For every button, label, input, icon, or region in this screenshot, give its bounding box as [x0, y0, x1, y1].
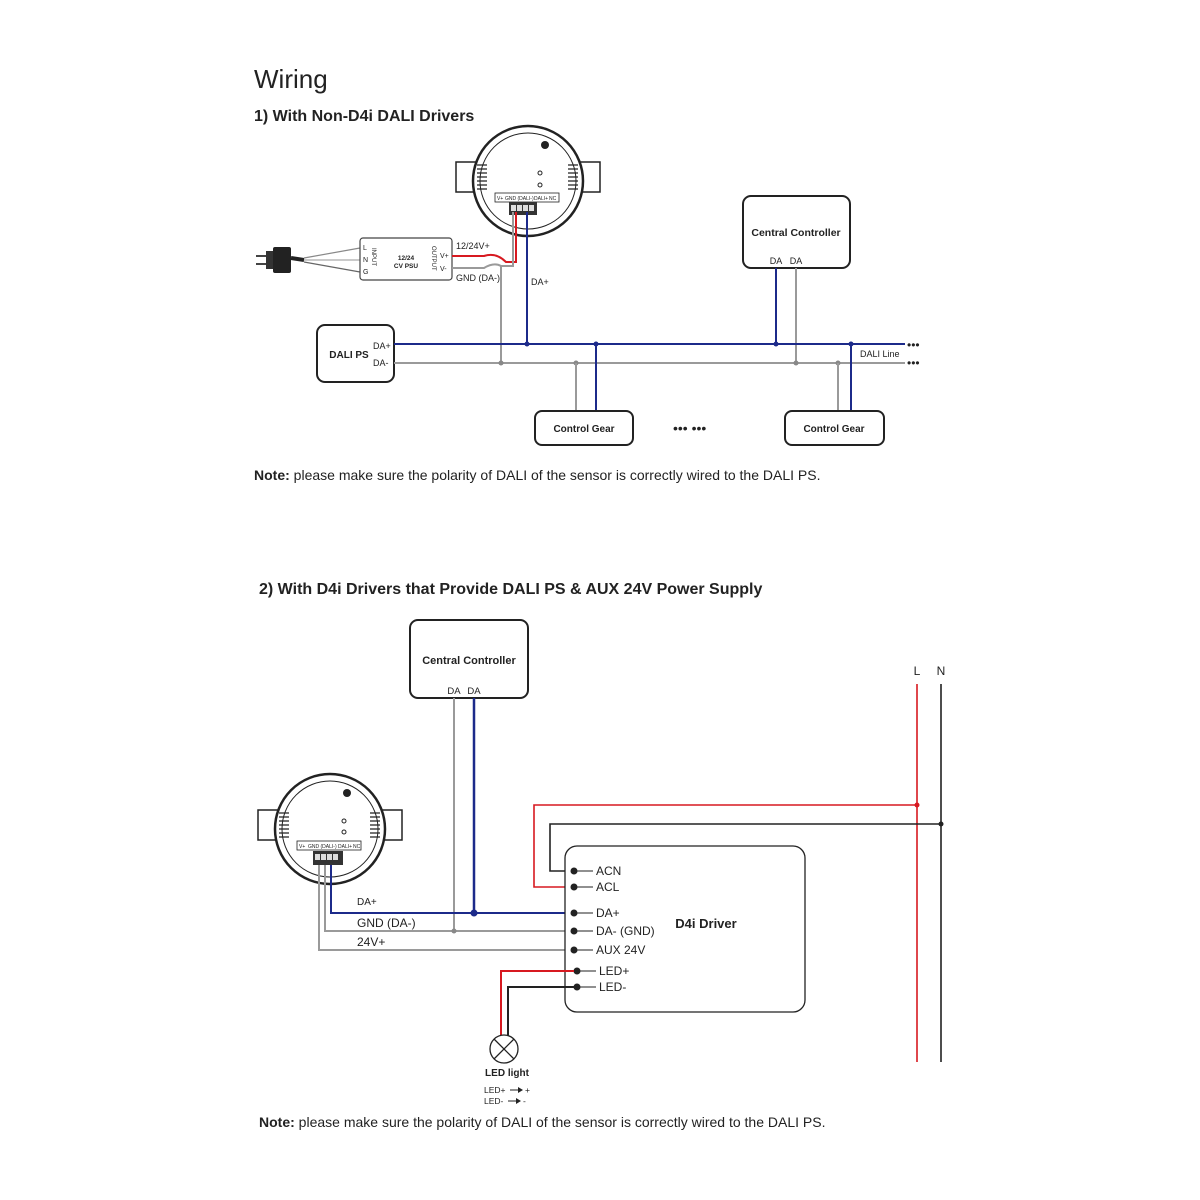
- dali-line-ellipsis-top: •••: [907, 338, 920, 352]
- control-gear-2-label: Control Gear: [803, 424, 864, 435]
- driver-led-plus: LED+: [599, 964, 629, 978]
- dali-ps-box: DALI PS DA+ DA-: [316, 324, 395, 383]
- wire-da-plus-2: [330, 865, 572, 914]
- psu-pin-v-minus: V-: [440, 266, 447, 273]
- note-2: Note: please make sure the polarity of D…: [259, 1114, 825, 1130]
- dali-line-label: DALI Line: [860, 349, 900, 359]
- sensor-2-dali-plus-label: DALI+: [338, 844, 352, 850]
- psu-pin-l: L: [363, 245, 367, 252]
- central-controller-1-title: Central Controller: [751, 227, 840, 239]
- sensor-2-v-plus-label: V+: [299, 844, 305, 850]
- led-legend-plus: LED+: [484, 1085, 506, 1095]
- central-controller-2: Central Controller DA DA: [409, 619, 529, 699]
- note-2-text: please make sure the polarity of DALI of…: [294, 1114, 826, 1130]
- led-legend-plus-sym: +: [525, 1085, 530, 1095]
- note-1: Note: please make sure the polarity of D…: [254, 467, 820, 483]
- driver-led-minus: LED-: [599, 980, 626, 994]
- central-controller-2-da2: DA: [467, 686, 481, 697]
- dali-ps-da-minus: DA-: [373, 358, 389, 368]
- central-controller-1-da1: DA: [770, 256, 783, 266]
- note-1-text: please make sure the polarity of DALI of…: [289, 467, 821, 483]
- central-controller-2-title: Central Controller: [422, 655, 516, 667]
- sensor-2-gnd-label: GND (DALI-): [308, 844, 337, 850]
- label-gnd-da-minus-1: GND (DA-): [456, 273, 500, 283]
- sensor-device-2: V+ GND (DALI-) DALI+ NC: [257, 772, 403, 886]
- control-gear-2: Control Gear: [784, 410, 885, 446]
- central-controller-1: Central Controller DA DA: [742, 195, 851, 269]
- led-legend-plus-arrow-icon: [518, 1087, 523, 1093]
- sensor-1-nc-label: NC: [549, 196, 557, 202]
- led-light-icon: [489, 1034, 519, 1064]
- sensor-2-nc-label: NC: [353, 844, 361, 850]
- d4i-driver-title: D4i Driver: [675, 916, 736, 931]
- central-controller-1-da2: DA: [790, 256, 803, 266]
- dali-ps-da-plus: DA+: [373, 341, 391, 351]
- psu-pin-n: N: [363, 257, 368, 264]
- diagram-2: Central Controller DA DA L N: [257, 619, 946, 1106]
- sensor-1-gnd-label: GND (DALI-): [505, 196, 534, 202]
- control-gear-1-label: Control Gear: [553, 424, 614, 435]
- sensor-1-v-plus-label: V+: [497, 196, 503, 202]
- mains-l-label: L: [914, 664, 921, 678]
- central-controller-2-da1: DA: [447, 686, 461, 697]
- label-12-24v: 12/24V+: [456, 241, 490, 251]
- control-gear-ellipsis: ••• •••: [673, 420, 706, 436]
- diagram-1: V+ GND (DALI-) DALI+ NC L N G: [256, 124, 920, 446]
- label-da-plus-1: DA+: [531, 277, 549, 287]
- psu-pin-g: G: [363, 269, 368, 276]
- dali-ps-title: DALI PS: [329, 350, 369, 361]
- psu-input-label: INPUT: [370, 248, 376, 266]
- control-gear-1: Control Gear: [534, 410, 634, 446]
- driver-aux-24v: AUX 24V: [596, 943, 645, 957]
- driver-da-minus-gnd: DA- (GND): [596, 924, 655, 938]
- page-title: Wiring: [254, 64, 328, 94]
- led-legend-minus-sym: -: [523, 1096, 526, 1106]
- driver-acn: ACN: [596, 864, 621, 878]
- sensor-1-dali-plus-label: DALI+: [534, 196, 548, 202]
- power-plug-icon: [256, 247, 305, 273]
- sensor-device-1: V+ GND (DALI-) DALI+ NC: [455, 124, 601, 238]
- driver-da-plus: DA+: [596, 906, 620, 920]
- psu-output-label: OUTPUT: [430, 246, 436, 271]
- wire-24v-plus: [318, 865, 572, 951]
- wire-gnd-da-minus-1: [452, 263, 502, 364]
- led-legend-minus-arrow-icon: [516, 1098, 521, 1104]
- psu-pin-v-plus: V+: [440, 253, 449, 260]
- led-light-label: LED light: [485, 1068, 530, 1079]
- dali-line-ellipsis-bottom: •••: [907, 356, 920, 370]
- wire-12-24v-plus: [452, 212, 517, 263]
- section-2-title: 2) With D4i Drivers that Provide DALI PS…: [259, 581, 763, 598]
- psu-label-line1: 12/24: [398, 255, 415, 262]
- label-da-plus-2: DA+: [357, 897, 377, 908]
- note-1-prefix: Note:: [254, 467, 290, 483]
- label-24v-plus: 24V+: [357, 935, 385, 949]
- mains-n-label: N: [937, 664, 946, 678]
- section-1-title: 1) With Non-D4i DALI Drivers: [254, 108, 475, 125]
- note-2-prefix: Note:: [259, 1114, 295, 1130]
- label-gnd-da-minus-2: GND (DA-): [357, 916, 416, 930]
- wire-gnd-da-minus-2: [324, 865, 572, 932]
- driver-acl: ACL: [596, 880, 620, 894]
- led-legend-minus: LED-: [484, 1096, 504, 1106]
- cv-psu-box: L N G INPUT 12/24 CV PSU OUTPUT V+ V-: [359, 237, 453, 281]
- psu-label-line2: CV PSU: [394, 263, 419, 270]
- d4i-driver-box: D4i Driver ACN ACL DA+ DA- (GND) AUX 24V…: [564, 845, 806, 1013]
